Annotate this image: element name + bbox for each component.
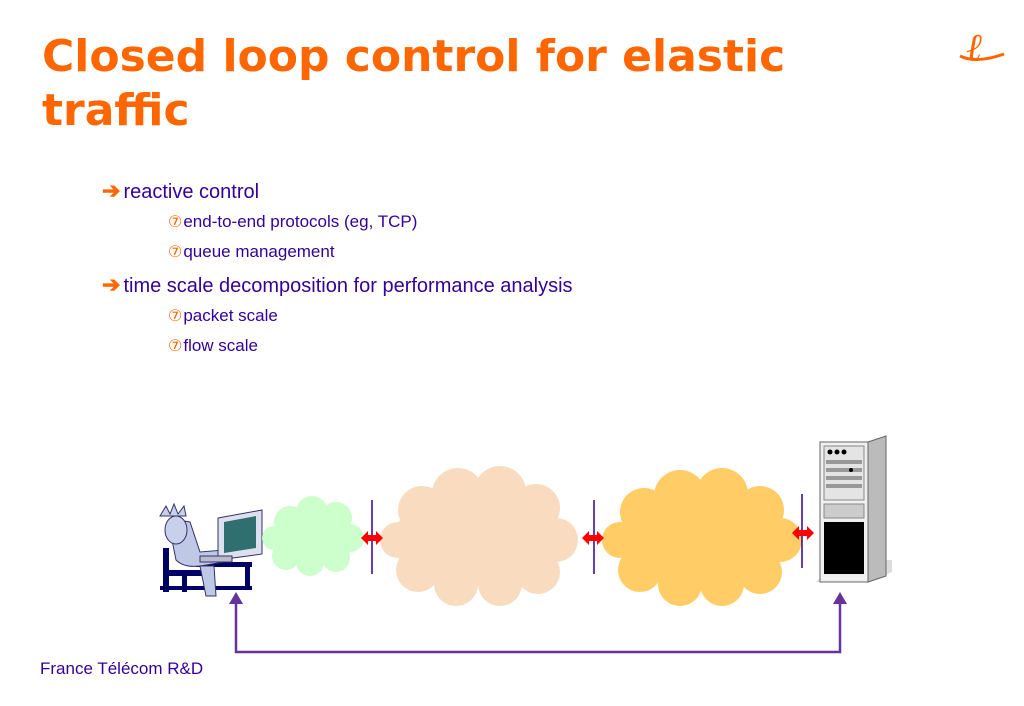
- network-cloud-2: [602, 468, 802, 606]
- arrow-bullet-icon: ➔: [102, 178, 121, 203]
- bullet-text: time scale decomposition for performance…: [123, 275, 573, 297]
- circle-seven-bullet-icon: ⑦: [168, 244, 183, 261]
- circle-seven-bullet-icon: ⑦: [168, 214, 183, 231]
- server-icon: [816, 435, 892, 583]
- network-cloud-1: [380, 466, 578, 606]
- svg-text:ℓ: ℓ: [966, 26, 982, 66]
- sub-bullet-text: end-to-end protocols (eg, TCP): [183, 212, 418, 231]
- sub-bullet-item: ⑦queue management: [168, 242, 335, 262]
- sub-bullet-text: queue management: [183, 242, 335, 261]
- access-network-cloud: [262, 496, 364, 576]
- circle-seven-bullet-icon: ⑦: [168, 338, 183, 355]
- sub-bullet-item: ⑦end-to-end protocols (eg, TCP): [168, 212, 417, 232]
- arrow-bullet-icon: ➔: [102, 272, 121, 297]
- bidirectional-arrow-icon: [361, 531, 383, 545]
- arrowhead-icon: [833, 592, 847, 604]
- france-telecom-logo: ℓ: [959, 26, 1005, 66]
- bidirectional-arrow-icon: [792, 526, 814, 540]
- bullet-item: ➔time scale decomposition for performanc…: [102, 272, 573, 298]
- footer-text: France Télécom R&D: [40, 659, 204, 678]
- bullet-text: reactive control: [123, 181, 260, 203]
- slide-title: Closed loop control for elastic traffic: [42, 31, 786, 136]
- sub-bullet-text: packet scale: [183, 306, 278, 325]
- feedback-loop-arrow: [234, 600, 842, 654]
- arrowhead-icon: [229, 592, 243, 604]
- bidirectional-arrow-icon: [582, 531, 604, 545]
- bullet-item: ➔reactive control: [102, 178, 259, 204]
- user-at-computer-icon: [159, 502, 263, 597]
- sub-bullet-item: ⑦flow scale: [168, 336, 258, 356]
- sub-bullet-item: ⑦packet scale: [168, 306, 278, 326]
- circle-seven-bullet-icon: ⑦: [168, 308, 183, 325]
- sub-bullet-text: flow scale: [183, 336, 258, 355]
